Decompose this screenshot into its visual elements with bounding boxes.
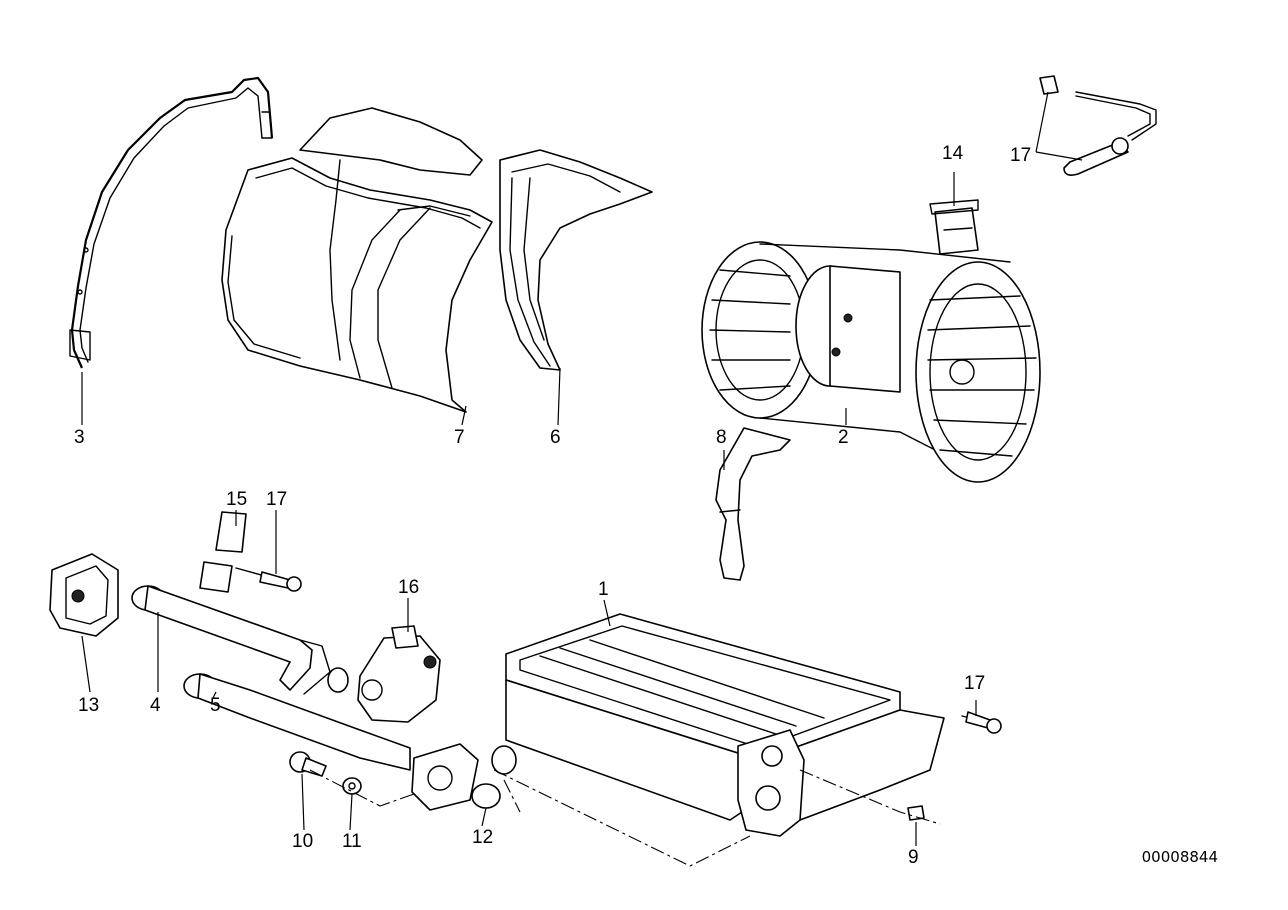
callout-14: 14 [942,143,964,164]
part-8-bracket [715,427,791,581]
leader-lines [81,91,1083,846]
callout-1: 1 [598,579,609,600]
callout-13: 13 [78,695,100,716]
callout-5: 5 [210,695,221,716]
part-4-pipe [131,585,331,695]
part-15-clip [199,511,247,593]
callout-12: 12 [472,827,494,848]
callout-7: 7 [454,427,465,448]
callout-17-upper: 17 [266,489,288,510]
part-17-screw-lower [961,711,1002,734]
callout-16: 16 [398,577,420,598]
part-16-valve [327,625,441,723]
part-3-bracket [69,76,274,369]
part-1-heater-core [505,613,945,837]
part-18-sensor [1039,75,1157,176]
part-5-pipe [183,673,411,771]
part-17-screw-upper [235,567,302,592]
callout-10: 10 [292,831,314,852]
part-14-filter [929,199,979,255]
flange-seals [411,743,517,811]
callout-17-lower: 17 [964,673,986,694]
callout-18: 17 [1010,145,1032,166]
part-13-grommet [49,553,119,637]
part-6-cover [499,149,653,371]
callout-4: 4 [150,695,161,716]
part-7-housing [221,107,493,413]
part-9-clip-nut [907,805,925,821]
callout-6: 6 [550,427,561,448]
reference-code: 00008844 [1141,848,1218,866]
callout-9: 9 [908,847,919,868]
callout-2: 2 [838,427,849,448]
callout-3: 3 [74,427,85,448]
callout-8: 8 [716,427,727,448]
part-11-washer [342,777,362,795]
part-10-bolt [289,751,327,777]
part-2-blower [701,241,1041,483]
assembly-lines [309,769,941,867]
callout-15: 15 [226,489,248,510]
callout-11: 11 [342,831,362,852]
